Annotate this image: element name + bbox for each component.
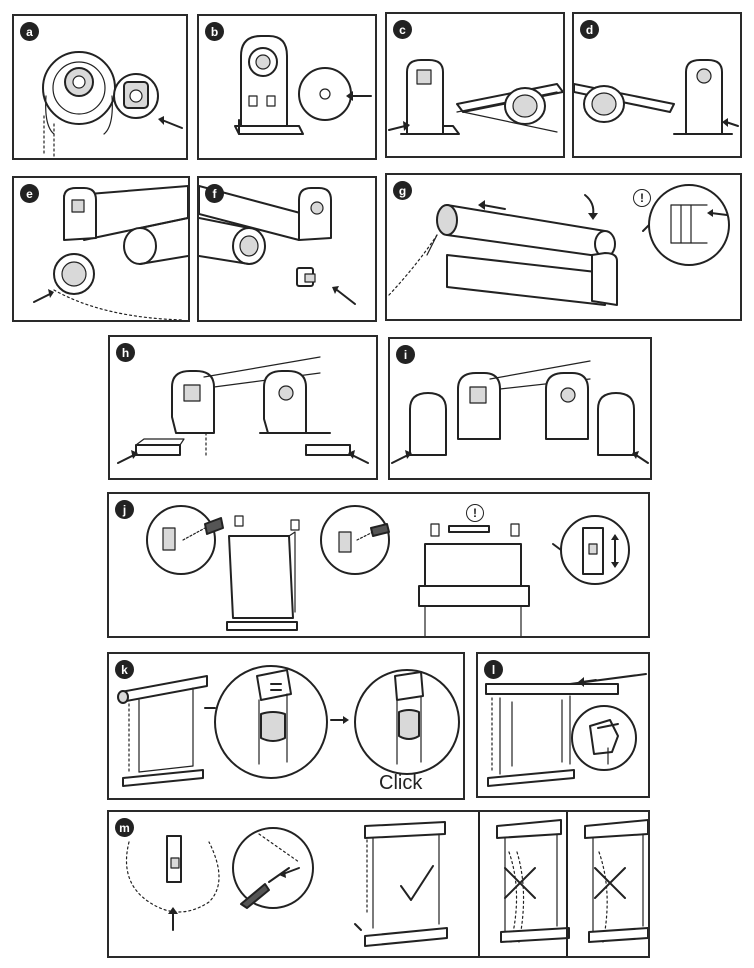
arrow-icon — [635, 454, 649, 464]
fit-cover-rail-illustration — [485, 673, 647, 787]
step-panel-l: l — [476, 652, 650, 798]
step-panel-k: k Click — [107, 652, 465, 800]
assembled-roller-tube-illustration — [388, 184, 730, 306]
step-panel-g: g ! — [385, 173, 742, 321]
slide-in-clips-illustration — [117, 356, 369, 464]
step-label-k: k — [115, 660, 134, 679]
chain-safety-device-illustration — [125, 812, 648, 956]
step-label-i: i — [396, 345, 415, 364]
checkmark-icon — [400, 865, 434, 901]
step-label-c: c — [393, 20, 412, 39]
attach-end-caps-illustration — [391, 360, 649, 464]
arrow-icon — [336, 289, 356, 305]
click-label: Click — [379, 772, 423, 794]
cross-icon — [504, 867, 536, 899]
step-panel-m: m — [107, 810, 650, 958]
step-panel-b: b — [197, 14, 377, 160]
step-label-a: a — [20, 22, 39, 41]
arrow-icon — [351, 454, 369, 464]
step-label-e: e — [20, 184, 39, 203]
warning-icon: ! — [633, 189, 651, 207]
click-blind-into-brackets-illustration — [117, 665, 460, 787]
step-panel-j: j ! — [107, 492, 650, 638]
bracket-and-washer-illustration — [234, 35, 372, 135]
step-label-d: d — [580, 20, 599, 39]
cross-icon — [594, 867, 626, 899]
step-panel-a: a — [12, 14, 188, 160]
warning-icon: ! — [466, 504, 484, 522]
step-label-g: g — [393, 181, 412, 200]
step-panel-e: e — [12, 176, 190, 322]
step-label-f: f — [205, 184, 224, 203]
arrow-icon — [117, 454, 135, 464]
arrow-icon — [482, 204, 506, 210]
bracket-attach-to-tube-right-illustration — [574, 59, 739, 135]
step-panel-i: i — [388, 337, 652, 480]
step-label-j: j — [115, 500, 134, 519]
bracket-attach-to-tube-left-illustration — [388, 59, 563, 135]
arrow-icon — [161, 119, 183, 129]
step-panel-f: f — [197, 176, 377, 322]
arrow-icon — [710, 212, 728, 216]
arrow-icon — [581, 679, 597, 683]
step-panel-h: h — [108, 335, 378, 480]
chain-control-unit-illustration — [42, 51, 183, 157]
mount-brackets-on-wall-illustration — [146, 505, 630, 636]
step-label-l: l — [484, 660, 503, 679]
arrow-icon — [33, 293, 51, 303]
insert-end-plug-illustration — [199, 185, 356, 305]
insert-chain-unit-illustration — [33, 185, 188, 320]
arrow-icon — [388, 125, 406, 131]
step-label-m: m — [115, 818, 134, 837]
step-label-b: b — [205, 22, 224, 41]
step-panel-c: c — [385, 12, 565, 158]
arrow-icon — [391, 454, 409, 464]
step-label-h: h — [116, 343, 135, 362]
step-panel-d: d — [572, 12, 742, 158]
